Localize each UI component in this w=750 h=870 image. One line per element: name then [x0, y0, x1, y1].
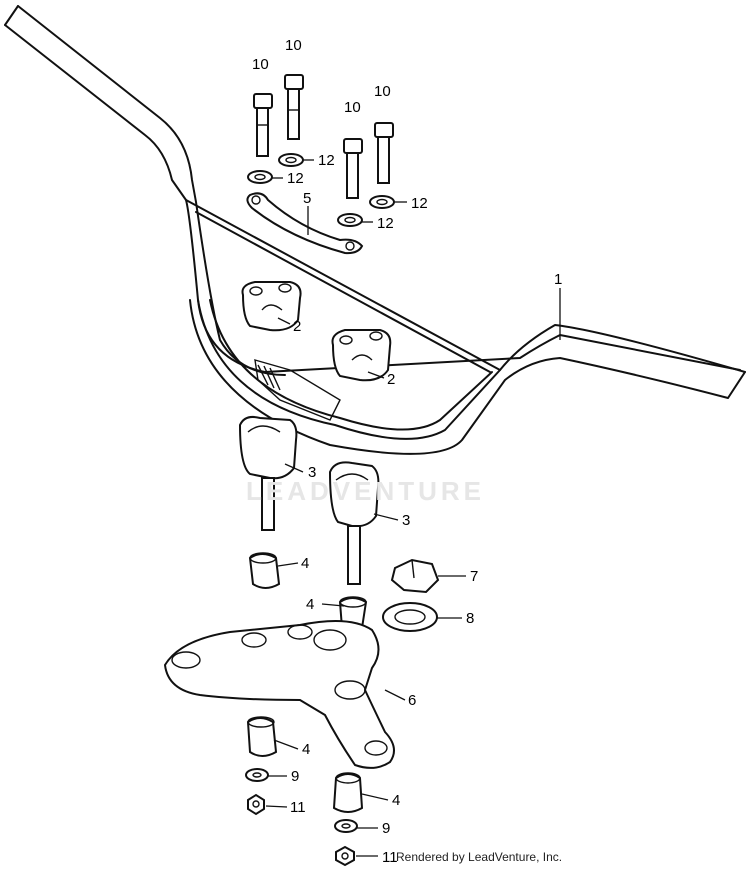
- bolt-right-inner: [343, 138, 363, 199]
- callout-9-b: 9: [382, 820, 390, 837]
- callout-12-b: 12: [287, 170, 304, 187]
- callout-10-a: 10: [252, 56, 269, 73]
- cushion-4-d: [332, 772, 364, 813]
- stem-washer: [382, 602, 438, 632]
- callout-12-a: 12: [318, 152, 335, 169]
- lower-holder-left: [238, 415, 298, 531]
- callout-4-a: 4: [301, 555, 309, 572]
- washer-12-a: [278, 153, 304, 167]
- callout-11-b: 11: [382, 849, 398, 866]
- callout-6: 6: [408, 692, 416, 709]
- callout-7: 7: [470, 568, 478, 585]
- nut-11-b: [335, 845, 355, 867]
- callout-1: 1: [554, 271, 562, 288]
- callout-4-c: 4: [302, 741, 310, 758]
- callout-11-a: 11: [290, 799, 306, 816]
- clamp-plate: [246, 192, 364, 255]
- callout-12-d: 12: [377, 215, 394, 232]
- bolt-right-outer: [374, 122, 394, 184]
- callout-10-d: 10: [374, 83, 391, 100]
- callout-3-left: 3: [308, 464, 316, 481]
- callout-8: 8: [466, 610, 474, 627]
- callout-10-b: 10: [285, 37, 302, 54]
- callout-2-left: 2: [293, 318, 301, 335]
- callout-2-right: 2: [387, 371, 395, 388]
- washer-12-c: [369, 195, 395, 209]
- stem-nut: [390, 558, 440, 594]
- cushion-4-a: [248, 552, 281, 589]
- callout-12-c: 12: [411, 195, 428, 212]
- callout-3-right: 3: [402, 512, 410, 529]
- lower-holder-right: [328, 461, 380, 585]
- bolt-left-inner: [284, 74, 304, 140]
- washer-12-b: [247, 170, 273, 184]
- washer-12-d: [337, 213, 363, 227]
- washer-9-a: [245, 768, 269, 782]
- callout-4-d: 4: [392, 792, 400, 809]
- callout-10-c: 10: [344, 99, 361, 116]
- callout-9-a: 9: [291, 768, 299, 785]
- upper-holder-left: [241, 281, 302, 332]
- render-credit: Rendered by LeadVenture, Inc.: [396, 850, 563, 864]
- upper-holder-right: [331, 329, 392, 382]
- washer-9-b: [334, 819, 358, 833]
- cushion-4-c: [246, 716, 278, 757]
- callout-5: 5: [303, 190, 311, 207]
- callout-4-b: 4: [306, 596, 314, 613]
- watermark-text: LEADVENTURE: [246, 476, 486, 506]
- handlebar: [4, 5, 746, 455]
- nut-11-a: [247, 793, 265, 816]
- leader-lines: [265, 159, 561, 857]
- top-bridge: [163, 620, 395, 769]
- bolt-left-outer: [253, 93, 273, 157]
